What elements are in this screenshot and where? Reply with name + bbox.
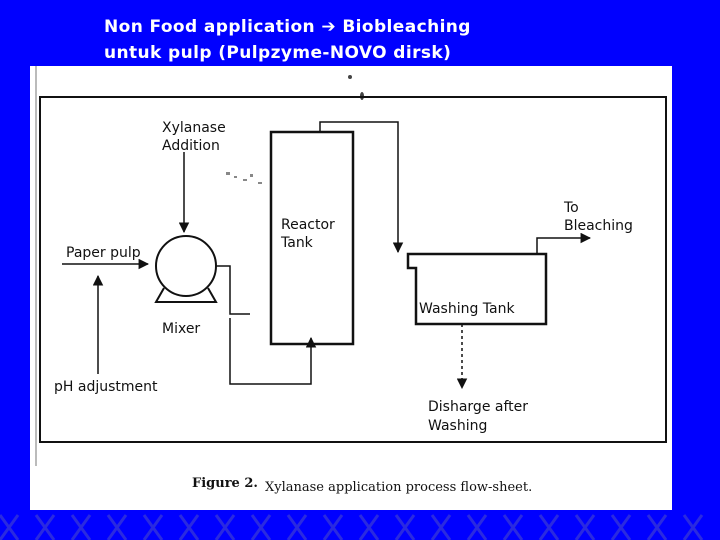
scanned-figure: Xylanase Addition Reactor Tank To Bleach…	[30, 66, 672, 510]
discharge-label-line-1: Disharge after	[428, 399, 528, 415]
washing-tank-label: Washing Tank	[419, 301, 515, 317]
reactor-tank	[269, 130, 355, 346]
diagram-frame	[39, 96, 667, 443]
scan-speck	[348, 75, 352, 79]
to-bleaching-label-line-1: To	[563, 200, 579, 216]
slide-title-line-1: Non Food application ➔ Biobleaching	[104, 17, 471, 37]
reactor-tank-wall	[319, 121, 404, 254]
xylanase-label-line-2: Addition	[162, 138, 220, 154]
to-bleaching-label-line-2: Bleaching	[564, 218, 633, 234]
mixer-pump	[155, 235, 217, 297]
recirculation-pipe	[229, 318, 317, 385]
figure-caption-number: Figure 2.	[192, 476, 258, 491]
xylanase-label-line-1: Xylanase	[162, 120, 226, 136]
ph-adjustment-label: pH adjustment	[54, 379, 158, 395]
to-bleaching-flow-arrow	[536, 232, 592, 254]
mixer-label: Mixer	[162, 321, 200, 337]
figure-caption-text: Xylanase application process flow-sheet.	[265, 480, 532, 495]
mixer-to-reactor-pipe	[216, 265, 250, 315]
slide-title: Non Food application ➔ Biobleaching untu…	[104, 14, 664, 66]
mixer-pump-base	[154, 287, 218, 303]
reactor-label-line-1: Reactor	[281, 217, 335, 233]
washing-tank	[406, 252, 548, 326]
slide-title-line-2: untuk pulp (Pulpzyme-NOVO dirsk)	[104, 43, 452, 63]
paper-pulp-label: Paper pulp	[66, 245, 141, 261]
discharge-label-line-2: Washing	[428, 418, 487, 434]
process-flow-diagram: Xylanase Addition Reactor Tank To Bleach…	[35, 66, 667, 495]
bottom-pattern	[0, 514, 704, 540]
reactor-label-line-2: Tank	[280, 235, 314, 251]
